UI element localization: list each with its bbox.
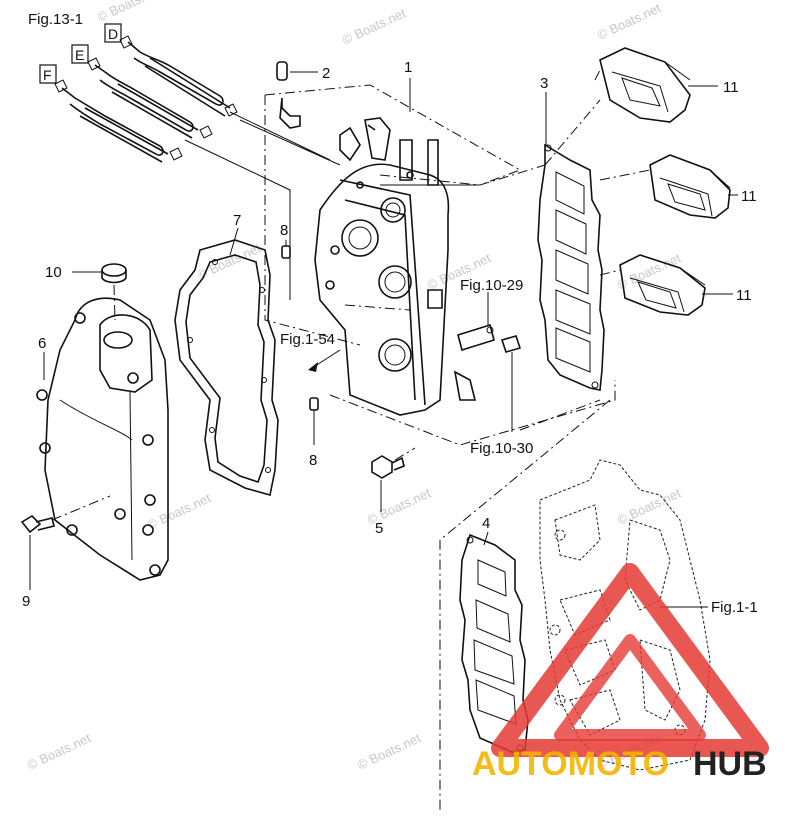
- watermark: © Boats.net: [355, 730, 423, 773]
- callout-8a: 8: [280, 222, 288, 239]
- fig-10-29-reference: [457, 292, 495, 352]
- callout-11a: 11: [723, 79, 739, 96]
- watermark: © Boats.net: [340, 5, 408, 48]
- part-10-cap: [72, 263, 127, 321]
- logo-triangle-inner: [554, 634, 706, 741]
- part-6-cover: [36, 297, 169, 581]
- hose-label-e: E: [75, 47, 84, 63]
- watermark: © Boats.net: [595, 0, 663, 43]
- hose-set: [54, 35, 341, 300]
- part-5-bolt: [371, 447, 416, 512]
- part-9-bolt: [20, 495, 111, 590]
- callout-11c: 11: [736, 287, 752, 304]
- callout-6: 6: [38, 335, 46, 352]
- part-1-cylinder-head: [314, 117, 480, 416]
- callout-8b: 8: [309, 452, 317, 469]
- part-2-plug: [276, 61, 318, 129]
- callout-2: 2: [322, 65, 330, 82]
- part-11-reed-valve: [599, 47, 731, 316]
- ref-fig-1-1: Fig.1-1: [711, 599, 758, 616]
- logo-text-automoto: AUTOMOTO: [472, 745, 669, 783]
- callout-7: 7: [233, 212, 241, 229]
- watermark: © Boats.net: [145, 490, 213, 533]
- assembly-dash-lines: [439, 399, 611, 810]
- automotohub-logo: AUTOMOTO HUB: [472, 563, 769, 783]
- callout-4: 4: [482, 515, 490, 532]
- callout-10: 10: [45, 264, 62, 281]
- ref-fig-10-30: Fig.10-30: [470, 440, 533, 457]
- ref-fig-10-29: Fig.10-29: [460, 277, 523, 294]
- part-7-cover-gasket: [174, 239, 279, 497]
- watermark: © Boats.net: [615, 250, 683, 293]
- figure-id: Fig.13-1: [28, 11, 83, 28]
- fig-10-30-reference: [500, 335, 522, 432]
- watermark: © Boats.net: [95, 0, 163, 25]
- watermark: © Boats.net: [615, 485, 683, 528]
- watermark: © Boats.net: [25, 730, 93, 773]
- hose-labels: D E F: [39, 23, 122, 84]
- leader: [483, 531, 489, 546]
- part-8-dowel-pin: [281, 240, 319, 445]
- part-3-gasket: [537, 143, 605, 391]
- callout-11b: 11: [741, 188, 757, 205]
- ref-fig-1-54: Fig.1-54: [280, 331, 335, 348]
- hose-label-f: F: [43, 67, 52, 83]
- callout-5: 5: [375, 520, 383, 537]
- logo-text-hub: HUB: [693, 745, 767, 783]
- hose-label-d: D: [108, 26, 118, 42]
- leader: [229, 227, 239, 256]
- logo-triangle-outer: [491, 563, 769, 757]
- fig-1-54-reference: [308, 349, 341, 372]
- reed-valve-leaders: [544, 69, 738, 295]
- callout-9: 9: [22, 593, 30, 610]
- callout-1: 1: [404, 59, 412, 76]
- callout-3: 3: [540, 75, 548, 92]
